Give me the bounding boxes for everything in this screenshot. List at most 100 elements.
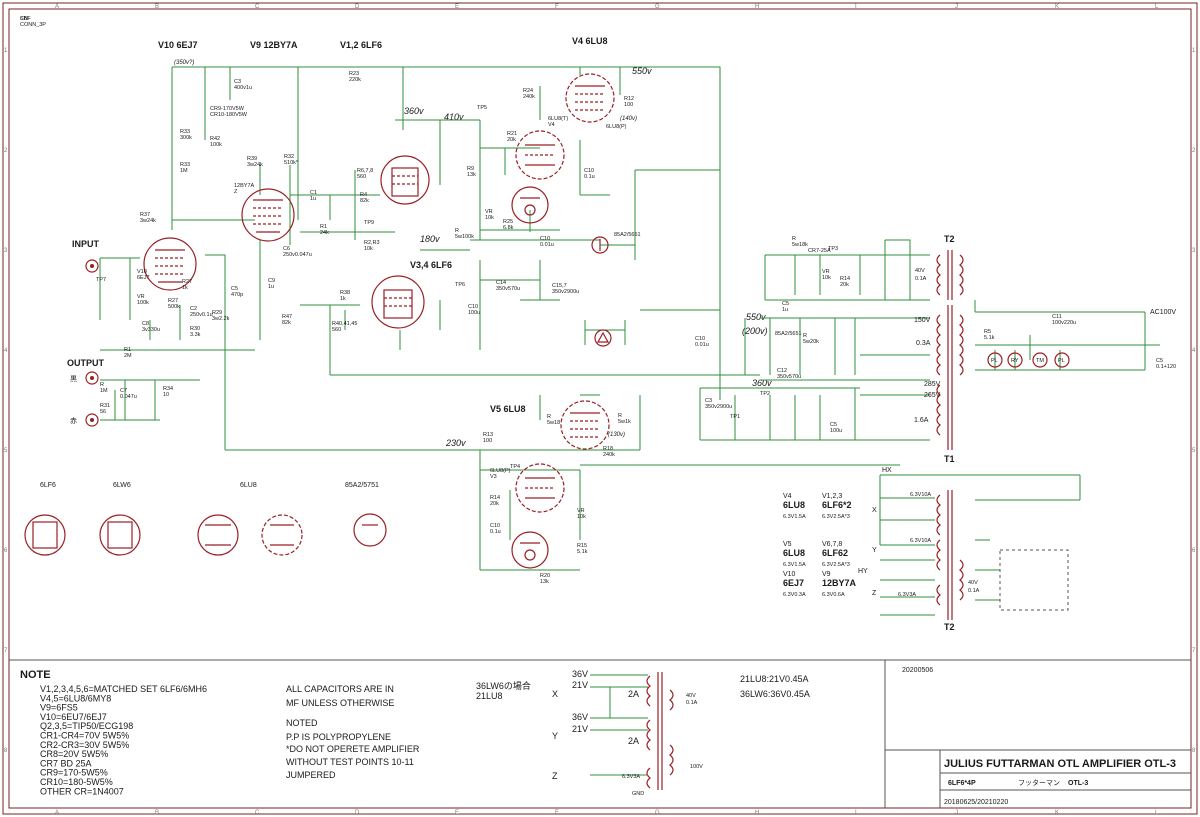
component-ref: R27 (168, 298, 178, 304)
component-value: 100u (830, 428, 842, 434)
component-ref: R30 (190, 326, 200, 332)
tube-v12 (380, 155, 430, 205)
note-mid-line: NOTED (286, 718, 318, 728)
grid-row-left: 6 (4, 548, 8, 554)
notes-heading: NOTE (20, 669, 51, 681)
volt-230: 230v (445, 438, 466, 448)
component-value: 6.8k (503, 225, 514, 231)
grid-col-top: F (555, 4, 559, 10)
note-mid-line: JUMPERED (286, 770, 336, 780)
component-value: 240k (523, 94, 535, 100)
svg-text:RY: RY (1011, 358, 1019, 364)
heater-type: 12BY7A (822, 578, 857, 588)
note-line: V10=6EU7/6EJ7 (40, 712, 107, 722)
grid-col-bottom: C (255, 810, 260, 816)
input-jack (85, 259, 99, 273)
component-value: 100 (624, 102, 633, 108)
grid-row-left: 3 (4, 248, 8, 254)
transformer-t2-bottom (936, 490, 964, 620)
component-ref: R14 (490, 495, 500, 501)
component-ref: VR (137, 294, 145, 300)
label-hy: HY (858, 568, 868, 575)
component-ref: 6LU8(T) (548, 116, 568, 122)
component-value: 510k* (284, 160, 299, 166)
heater-type: 6LU8 (783, 500, 805, 510)
grid-col-bottom: E (455, 810, 459, 816)
heading-v5: V5 6LU8 (490, 404, 526, 414)
component-value: 20k (490, 501, 499, 507)
volt-550b: 550v (746, 312, 766, 322)
transformer-t2-top (936, 250, 964, 300)
grid-col-top: E (455, 4, 459, 10)
component-ref: VR (822, 269, 830, 275)
component-value: 10k (364, 246, 373, 252)
component-value: 1k (182, 285, 188, 291)
component-ref: C10 (540, 236, 550, 242)
component-value: 1M (180, 168, 188, 174)
lt-x2a: 2A (628, 689, 639, 699)
heater-rating: 6.3V0.6A (822, 592, 845, 598)
component-ref: R (455, 228, 459, 234)
component-ref: C10 (468, 304, 478, 310)
component-value: 240k (603, 452, 615, 458)
lt-x36: 36V (572, 669, 588, 679)
t1-03a: 0.3A (916, 340, 931, 347)
component-ref: 85A2/5651 (775, 331, 802, 337)
heading-output: OUTPUT (67, 358, 105, 368)
heater-y-label: Y (872, 547, 877, 554)
component-value: 0.01u (540, 242, 554, 248)
component-ref: C7 (120, 388, 127, 394)
tube-v4-pentode (565, 73, 615, 123)
component-ref: R (803, 333, 807, 339)
component-labels: R23220kC3400v1uCR9-170V5WCR10-180V5WR421… (20, 16, 1176, 585)
component-ref: R33 (180, 129, 190, 135)
component-ref: C10 (584, 168, 594, 174)
component-value: 100v220u (1052, 320, 1076, 326)
component-value: 350v570u (777, 374, 801, 380)
note-line: CR8=20V 5W5% (40, 749, 108, 759)
tube-v5-pentode (560, 400, 610, 450)
pinout-label: 6LW6 (113, 482, 131, 489)
volt-200: (200v) (742, 326, 768, 336)
component-value: 100 (483, 438, 492, 444)
tube-85a2-lower (511, 531, 549, 569)
note-mid-line: ALL CAPACITORS ARE IN (286, 684, 394, 694)
heading-v34: V3,4 6LF6 (410, 260, 452, 270)
tube-v10 (143, 237, 197, 291)
component-value: 250v0.1u (190, 312, 213, 318)
heading-v4: V4 6LU8 (572, 36, 608, 46)
component-ref: R1 (320, 224, 327, 230)
label-hx: HX (882, 467, 892, 474)
note-line: V4,5=6LU8/6MY8 (40, 693, 111, 703)
title-main: JULIUS FUTTARMAN OTL AMPLIFIER OTL-3 (944, 758, 1176, 770)
heater-tube: V1,2,3 (822, 493, 842, 500)
component-ref: C2 (190, 306, 197, 312)
component-ref: 85A2/5651 (614, 232, 641, 238)
grid-row-left: 5 (4, 448, 8, 454)
label-t2-bottom: T2 (944, 622, 955, 632)
note-line: CR9=170-5W5% (40, 768, 108, 778)
component-value: 1u (310, 196, 316, 202)
t1-150v: 150V (914, 317, 931, 324)
tube-v34 (371, 275, 425, 329)
t2b-40v: 40V (968, 580, 978, 586)
grid-row-right: 1 (1192, 48, 1196, 54)
component-ref: C3 (234, 79, 241, 85)
inner-frame (8, 8, 1192, 809)
grid-row-right: 2 (1192, 148, 1196, 154)
component-ref: R5 (984, 329, 991, 335)
tube-pinouts (24, 513, 387, 556)
component-ref: R21 (507, 131, 517, 137)
component-value: 20k (840, 282, 849, 288)
component-ref: R (100, 382, 104, 388)
component-ref: R47 (282, 314, 292, 320)
component-value: 3w24k (247, 162, 263, 168)
t1-265v: 265V (924, 392, 941, 399)
lt-y36: 36V (572, 712, 588, 722)
note-mid-line: *DO NOT OPERETE AMPLIFIER (286, 744, 420, 754)
component-ref: C15,7 (552, 283, 567, 289)
component-ref: 6LU8(P) (490, 468, 511, 474)
lt-40v: 40V (686, 693, 696, 699)
indicator-lamps: PL RY TM PL (987, 352, 1070, 368)
